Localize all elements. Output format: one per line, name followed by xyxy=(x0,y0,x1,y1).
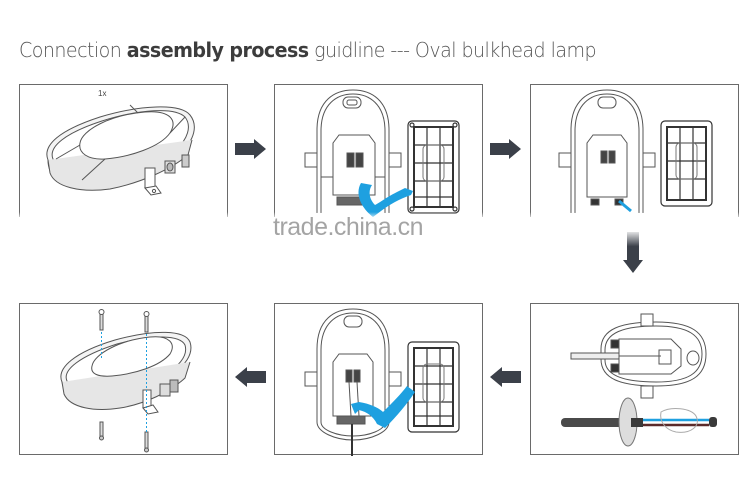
step-6-panel xyxy=(19,303,228,455)
cable-entry-illustration xyxy=(558,89,713,213)
page-title: Connection assembly process guidline ---… xyxy=(19,38,597,62)
arrow-right-icon xyxy=(490,139,521,159)
title-part-3: guidline --- Oval bulkhead lamp xyxy=(308,38,597,62)
title-part-bold: assembly process xyxy=(126,38,309,62)
wiring-illustration xyxy=(304,308,460,456)
arrow-left-icon xyxy=(235,367,266,387)
arrow-right-icon xyxy=(235,139,266,159)
image-fade-strip xyxy=(0,212,750,228)
power-cable xyxy=(561,418,631,427)
arrow-down-icon xyxy=(623,232,643,273)
step-3-panel xyxy=(530,84,739,217)
open-base-illustration xyxy=(304,89,460,217)
blue-direction-arrow xyxy=(618,199,632,213)
step-5-panel xyxy=(274,303,483,456)
step-1-panel: 1x xyxy=(19,84,228,217)
step-4-panel xyxy=(530,303,739,455)
assembled-lamp-illustration xyxy=(46,104,195,196)
blue-direction-arrow xyxy=(358,183,413,217)
blue-direction-arrow xyxy=(351,386,415,428)
watermark: trade.china.cn xyxy=(273,213,424,241)
step-2-panel xyxy=(274,84,483,217)
arrow-left-icon xyxy=(490,367,521,387)
quantity-label: 1x xyxy=(98,89,107,98)
title-part-1: Connection xyxy=(19,38,127,62)
screw-mounting-illustration xyxy=(60,309,192,453)
cable-grommet-illustration xyxy=(561,313,717,447)
